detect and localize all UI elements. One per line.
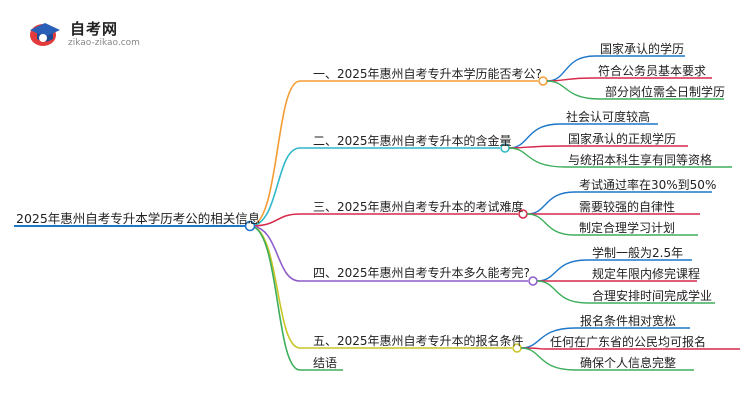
branch-node-6: 结语 bbox=[313, 356, 338, 370]
branch-edge-6 bbox=[249, 225, 343, 371]
branch-node-5: 五、2025年惠州自考专升本的报名条件 bbox=[313, 334, 524, 348]
leaf-node-1-2: 符合公务员基本要求 bbox=[598, 64, 707, 78]
branch-edge-5 bbox=[249, 225, 512, 349]
branch-edge-4 bbox=[249, 225, 528, 282]
leaf-node-5-1: 报名条件相对宽松 bbox=[580, 314, 677, 328]
leaf-node-3-2: 需要较强的自律性 bbox=[579, 200, 676, 214]
leaf-node-5-3: 确保个人信息完整 bbox=[580, 356, 677, 370]
logo-title: 自考网 bbox=[70, 20, 119, 38]
leaf-node-3-1: 考试通过率在30%到50% bbox=[579, 178, 717, 192]
leaf-edge-4-1 bbox=[536, 259, 692, 282]
root-node-dot bbox=[244, 220, 256, 232]
branch-node-4: 四、2025年惠州自考专升本多久能考完? bbox=[313, 266, 530, 280]
leaf-node-1-1: 国家承认的学历 bbox=[600, 42, 685, 56]
leaf-node-5-2: 任何在广东省的公民均可报名 bbox=[550, 335, 707, 349]
leaf-edge-4-3 bbox=[536, 280, 715, 304]
leaf-node-4-3: 合理安排时间完成学业 bbox=[592, 289, 713, 303]
leaf-node-3-3: 制定合理学习计划 bbox=[579, 221, 676, 235]
leaf-node-1-3: 部分岗位需全日制学历 bbox=[605, 85, 726, 99]
root-node: 2025年惠州自考专升本学历考公的相关信息 bbox=[16, 211, 261, 226]
logo: 自考网 zikao-zikao.com bbox=[28, 14, 148, 54]
logo-subtitle: zikao-zikao.com bbox=[68, 38, 140, 48]
leaf-edge-3-1 bbox=[526, 191, 712, 215]
branch-edge-3 bbox=[249, 213, 518, 227]
leaf-edge-1-1 bbox=[546, 55, 685, 82]
leaf-node-2-2: 国家承认的正规学历 bbox=[568, 132, 677, 146]
leaf-edge-5-1 bbox=[520, 327, 690, 349]
leaf-node-4-1: 学制一般为2.5年 bbox=[592, 246, 684, 260]
leaf-edge-3-3 bbox=[526, 213, 698, 236]
branch-edge-1 bbox=[249, 80, 538, 227]
leaf-edge-2-2 bbox=[508, 145, 688, 149]
leaf-edge-2-3 bbox=[508, 147, 732, 168]
leaf-edge-5-3 bbox=[520, 347, 694, 371]
graduation-cap-icon bbox=[30, 23, 60, 46]
branch-edge-2 bbox=[249, 147, 500, 227]
branch-node-dot-4 bbox=[528, 276, 538, 286]
leaf-edge-2-1 bbox=[508, 123, 658, 149]
leaf-node-4-2: 规定年限内修完课程 bbox=[592, 267, 701, 281]
leaf-node-2-1: 社会认可度较高 bbox=[566, 110, 651, 124]
leaf-node-2-3: 与统招本科生享有同等资格 bbox=[568, 153, 713, 167]
leaf-edge-1-3 bbox=[546, 80, 724, 100]
branch-node-3: 三、2025年惠州自考专升本的考试难度 bbox=[313, 200, 524, 214]
branch-node-2: 二、2025年惠州自考专升本的含金量 bbox=[313, 134, 512, 148]
branch-node-1: 一、2025年惠州自考专升本学历能否考公? bbox=[313, 67, 542, 81]
